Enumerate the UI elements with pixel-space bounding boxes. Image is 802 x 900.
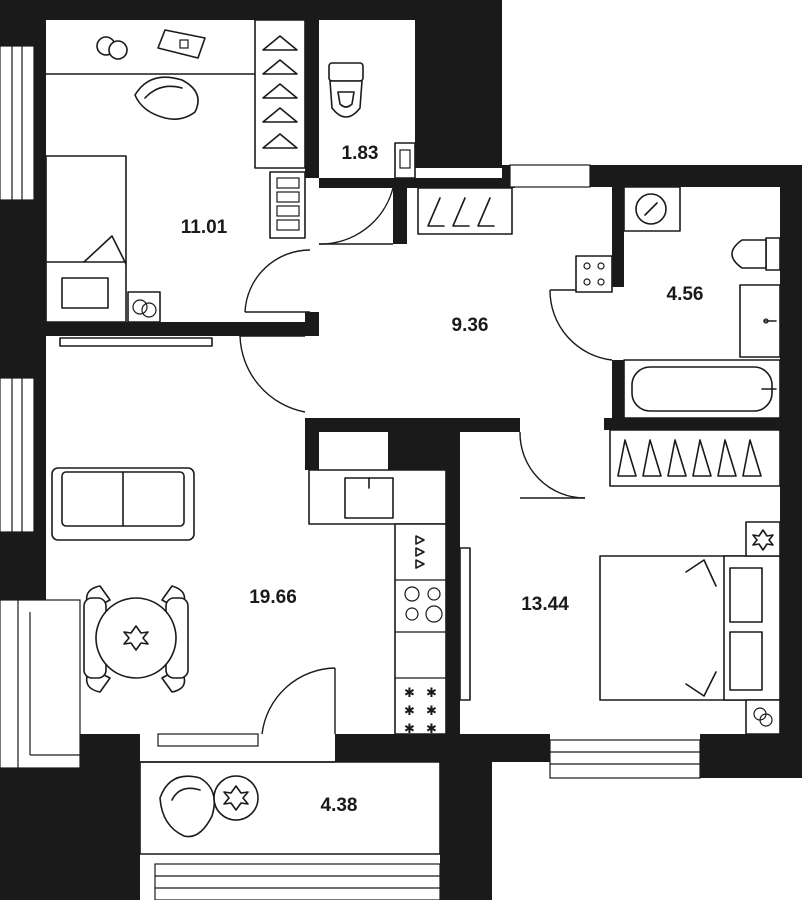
tv-stand [459, 547, 471, 701]
sofa [51, 467, 195, 541]
wardrobe [254, 19, 306, 169]
kitchen-counter: ✱ ✱ ✱ ✱ ✱ ✱ [308, 469, 447, 737]
door-bedroom-small [244, 249, 311, 313]
hallway-furniture [417, 187, 613, 293]
svg-text:✱: ✱ [404, 704, 415, 719]
shelf-books [269, 171, 306, 239]
side-table-flower-icon [213, 775, 259, 821]
coat-rack [417, 187, 513, 235]
living-kitchen-furniture: ✱ ✱ ✱ ✱ ✱ ✱ [51, 337, 447, 737]
toilet-icon [328, 62, 364, 118]
laptop-icon [157, 29, 206, 59]
svg-text:✱: ✱ [404, 686, 415, 701]
balcony-furniture [159, 775, 259, 838]
armchair-icon [159, 775, 216, 838]
sink-icon [394, 142, 416, 179]
wall-bedroom-bottom [46, 322, 316, 336]
area-label-bedroom-small: 11.01 [181, 217, 228, 238]
bedroom-small-furniture [45, 19, 306, 323]
dining-table [83, 585, 189, 693]
door-toilet [318, 187, 394, 245]
window-balcony [154, 863, 441, 900]
door-bathroom [549, 289, 613, 361]
toilet-room-furniture [328, 62, 416, 179]
door-bedroom-large [519, 431, 586, 499]
area-label-balcony: 4.38 [321, 795, 358, 816]
sink-icon [739, 284, 781, 358]
lamp-icon [96, 36, 128, 60]
wall-hall-bath-upper [612, 187, 624, 287]
windows [0, 45, 701, 900]
wall-right-lower [780, 425, 802, 778]
office-chair-icon [134, 76, 199, 120]
window-bedroom-small [0, 45, 35, 201]
nightstand-lamp-icon [127, 291, 161, 323]
bathtub-icon [623, 359, 781, 419]
bedroom-large-furniture [459, 429, 781, 735]
wall-bedroom-toilet [305, 20, 319, 178]
wall-kitchen-block [388, 418, 456, 470]
window-living-upper [0, 377, 35, 533]
svg-text:✱: ✱ [426, 722, 437, 737]
area-label-living-kitchen: 19.66 [249, 587, 297, 608]
wall-hall-bath-lower [612, 360, 624, 424]
wall-kitchen-corner [305, 418, 319, 470]
wall-hall-top-left [393, 178, 407, 244]
window-bedroom-large [549, 739, 701, 779]
wardrobe [609, 429, 781, 487]
door-living [239, 335, 306, 413]
window-balcony-door [157, 733, 259, 747]
svg-text:✱: ✱ [426, 686, 437, 701]
wall-top [0, 0, 502, 20]
bed-single [45, 155, 127, 323]
wall-top-right-block [415, 0, 502, 168]
wall-right-upper [780, 165, 802, 425]
wall-toilet-bottom [319, 178, 515, 188]
bed-double [599, 555, 781, 701]
tv-stand [59, 337, 213, 347]
balcony-outline [139, 761, 441, 855]
nightstand-lamp-icon [745, 699, 781, 735]
wall-bottom-mid [335, 734, 550, 762]
boiler-icon [575, 255, 613, 293]
wall-bedroom-top [604, 418, 780, 430]
nightstand-flower-icon [745, 521, 781, 557]
toilet-icon [731, 237, 781, 271]
wall-balcony-left [80, 734, 140, 900]
bathroom-furniture [623, 186, 781, 419]
area-label-toilet: 1.83 [342, 143, 379, 164]
window-hall [509, 164, 591, 188]
area-label-bathroom: 4.56 [667, 284, 704, 305]
wall-stub-1 [305, 312, 319, 336]
area-label-hallway: 9.36 [452, 315, 489, 336]
area-label-bedroom-large: 13.44 [521, 594, 569, 615]
area-labels: 11.01 1.83 9.36 4.56 19.66 13.44 4.38 [181, 143, 704, 816]
washing-machine-icon [623, 186, 681, 232]
wall-living-bedroom [446, 418, 460, 734]
svg-text:✱: ✱ [404, 722, 415, 737]
window-living-lower [0, 599, 81, 769]
door-balcony [261, 667, 336, 735]
svg-text:✱: ✱ [426, 704, 437, 719]
